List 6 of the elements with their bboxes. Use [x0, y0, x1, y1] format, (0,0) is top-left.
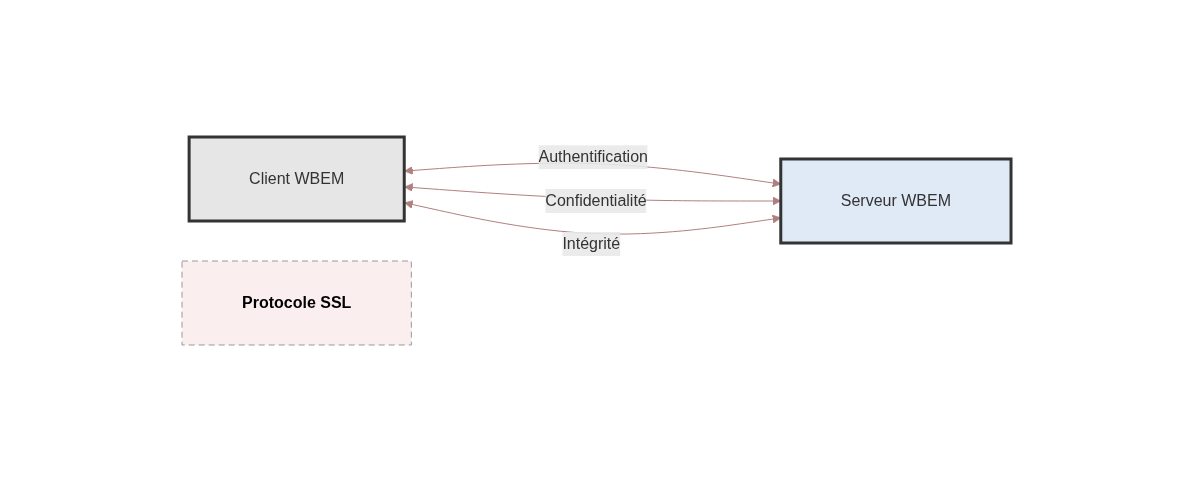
node-box: Client WBEM [188, 135, 407, 223]
edge-label: Confidentialité [545, 192, 648, 209]
edge-label: Intégrité [562, 234, 621, 252]
node-box: Serveur WBEM [779, 157, 1013, 245]
node-box: Protocole SSL [182, 260, 413, 346]
edge-label: Authentification [539, 148, 649, 166]
